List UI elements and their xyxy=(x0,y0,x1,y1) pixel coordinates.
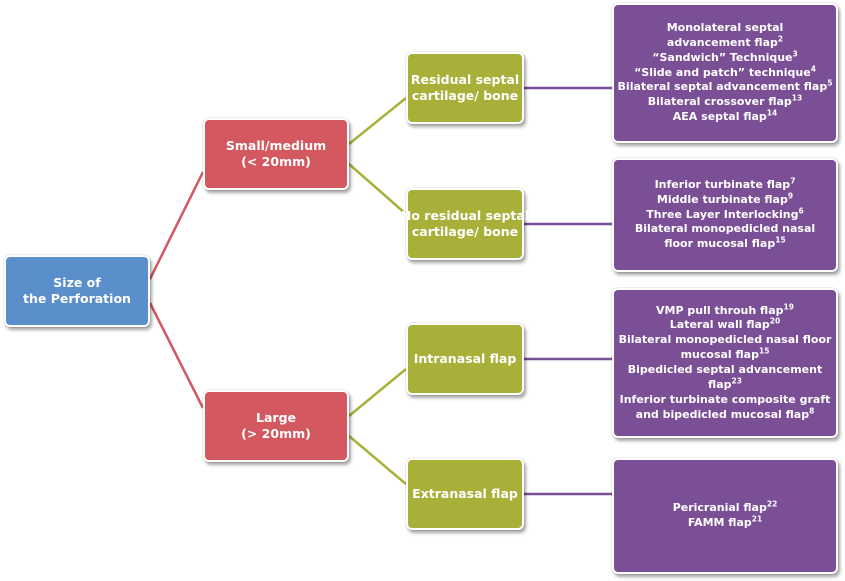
leaf-item: “Sandwich” Technique3 xyxy=(652,49,798,66)
node-label-line: (> 20mm) xyxy=(241,426,311,441)
leaf-item-text: VMP pull throuh flap xyxy=(656,303,784,317)
node-label-line: No residual septal xyxy=(400,208,530,223)
leaf-item: Three Layer Interlocking6 xyxy=(646,205,804,223)
leaf-item-text: floor mucosal flap xyxy=(664,237,776,251)
node-label-line: (< 20mm) xyxy=(241,154,311,169)
leaf-item-text: Bilateral monopedicled nasal xyxy=(634,222,816,236)
leaf-item-text: Bilateral septal advancement flap xyxy=(617,80,828,94)
reference-number: 23 xyxy=(731,376,742,386)
node-no-residual-septal-cartilage: No residual septal cartilage/ bone xyxy=(401,188,529,260)
node-label-line: Residual septal xyxy=(410,72,520,87)
leaf-item-text: Bilateral monopedicled nasal floor xyxy=(618,333,832,347)
node-label-line: Large xyxy=(256,410,296,425)
leaf-item-text: “Sandwich” Technique xyxy=(652,50,793,64)
leaf-item-text: advancement flap xyxy=(666,35,778,49)
reference-number: 5 xyxy=(827,78,833,88)
leaf-item: advancement flap2 xyxy=(666,34,784,51)
reference-number: 20 xyxy=(769,316,781,326)
leaf-item: Lateral wall flap20 xyxy=(670,318,780,333)
node-small-medium: Small/medium (< 20mm) xyxy=(203,118,349,190)
connector-large-to-intra xyxy=(348,368,407,417)
node-extranasal-flap: Extranasal flap xyxy=(406,458,524,530)
leaf-item-text: “Slide and patch” technique xyxy=(634,65,811,79)
node-label-line: Small/medium xyxy=(225,138,327,153)
leaf-item: Bilateral monopedicled nasal xyxy=(635,222,815,237)
reference-number: 2 xyxy=(777,34,784,44)
leaf-item-text: Inferior turbinate composite graft xyxy=(619,392,831,406)
leaf-item-text: Inferior turbinate flap xyxy=(654,177,791,191)
leaf-item: Bilateral septal advancement flap5 xyxy=(618,80,833,95)
reference-number: 14 xyxy=(766,108,778,118)
leaf-item: Monolateral septal xyxy=(667,21,784,36)
reference-number: 6 xyxy=(798,205,804,215)
reference-number: 4 xyxy=(810,63,816,73)
leaf-item: mucosal flap15 xyxy=(680,346,770,363)
leaf-item: and bipedicled mucosal flap8 xyxy=(635,405,815,423)
connector-root-to-large xyxy=(148,302,205,409)
node-label-line: the Perforation xyxy=(23,291,131,306)
node-large: Large (> 20mm) xyxy=(203,390,349,462)
leaf-item: AEA septal flap14 xyxy=(672,108,778,125)
leaf-item-text: mucosal flap xyxy=(680,348,759,362)
leaf-item: Middle turbinate flap9 xyxy=(656,191,794,208)
connector-root-to-small xyxy=(148,171,205,280)
leaf-item: Bilateral monopedicled nasal floor xyxy=(619,333,832,348)
leaf-item: flap23 xyxy=(708,376,742,393)
leaf-item: FAMM flap21 xyxy=(687,514,763,531)
reference-number: 13 xyxy=(791,93,803,103)
reference-number: 15 xyxy=(758,346,770,356)
leaf-item: Inferior turbinate flap7 xyxy=(654,176,796,193)
connector-small-to-resid xyxy=(348,97,407,145)
leaf-item: Inferior turbinate composite graft xyxy=(620,393,831,408)
leaf-item-text: Monolateral septal xyxy=(666,21,784,35)
node-label-line: Intranasal flap xyxy=(413,351,517,366)
connector-large-to-extra xyxy=(348,435,407,485)
leaf-item: Pericranial flap22 xyxy=(672,499,778,516)
leaf-item: Bipedicled septal advancement xyxy=(628,363,822,378)
connector-small-to-nores xyxy=(348,163,407,215)
reference-number: 19 xyxy=(783,301,794,311)
leaf-item-text: Middle turbinate flap xyxy=(656,192,788,206)
leaf-item: Bilateral crossover flap13 xyxy=(647,93,803,110)
reference-number: 22 xyxy=(766,499,778,509)
leaf-item-text: Three Layer Interlocking xyxy=(646,207,799,221)
node-label-line: cartilage/ bone xyxy=(411,88,519,103)
reference-number: 3 xyxy=(792,49,798,59)
leaf-item-text: Bilateral crossover flap xyxy=(647,95,792,109)
reference-number: 21 xyxy=(751,514,763,524)
leaf-item-text: flap xyxy=(708,377,732,391)
root-node-size-of-perforation: Size of the Perforation xyxy=(4,255,150,327)
reference-number: 9 xyxy=(787,191,794,201)
leaf-item-text: FAMM flap xyxy=(687,516,752,529)
node-label-line: cartilage/ bone xyxy=(411,224,519,239)
leaf-item: VMP pull throuh flap19 xyxy=(656,301,794,319)
reference-number: 8 xyxy=(809,405,815,415)
leaf-item-text: Lateral wall flap xyxy=(669,318,770,332)
node-residual-septal-cartilage: Residual septal cartilage/ bone xyxy=(406,52,524,124)
node-label-line: Extranasal flap xyxy=(412,486,518,501)
leaf-item-text: and bipedicled mucosal flap xyxy=(635,407,810,421)
leaf-item-text: Bipedicled septal advancement xyxy=(627,363,823,376)
node-intranasal-flap: Intranasal flap xyxy=(406,323,524,395)
reference-number: 7 xyxy=(790,176,796,186)
node-label-line: Size of xyxy=(53,275,101,290)
leaf-item-text: AEA septal flap xyxy=(672,110,767,124)
leaf-item-text: Pericranial flap xyxy=(672,501,767,515)
reference-number: 15 xyxy=(775,235,786,245)
leaf-item: “Slide and patch” technique4 xyxy=(634,63,816,81)
leaf-item: floor mucosal flap15 xyxy=(664,235,786,252)
